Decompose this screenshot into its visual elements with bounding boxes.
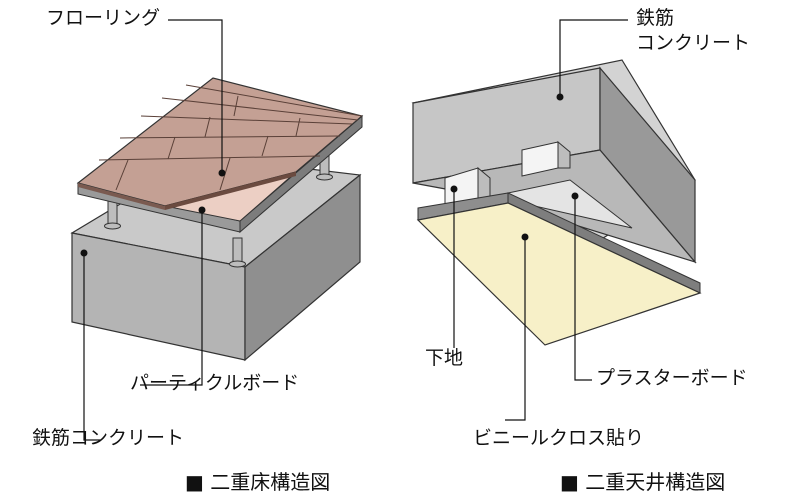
substrate-marker [450, 185, 458, 193]
rc-ceiling-label-line2: コンクリート [636, 32, 751, 54]
support-legs [104, 154, 333, 268]
right-leaders [453, 19, 628, 421]
rc-ceiling-marker [556, 93, 564, 101]
flooring-label: フローリング [46, 7, 161, 29]
particle-board-marker [198, 206, 206, 214]
substrate-label: 下地 [425, 347, 464, 369]
vinyl-cloth-ceiling [416, 202, 702, 346]
plasterboard-marker [571, 192, 579, 200]
vinyl-cloth-label: ビニールクロス貼り [473, 427, 645, 449]
left-leaders [83, 19, 223, 441]
rc-ceiling-label-line1: 鉄筋 [636, 7, 675, 29]
rc-marker [80, 249, 88, 257]
flooring-cut-edge [165, 172, 296, 210]
vinyl-cloth-marker [521, 233, 529, 241]
flooring-marker [218, 169, 226, 177]
rc-label: 鉄筋コンクリート [32, 427, 185, 449]
flooring-edge [78, 183, 165, 210]
double-floor-caption: ■ 二重床構造図 [185, 470, 331, 494]
particle-board-label: パーティクルボード [130, 372, 300, 394]
substrate-joists [444, 140, 571, 211]
flooring-planks [98, 84, 363, 207]
double-ceiling-illustration [411, 19, 702, 421]
double-ceiling-caption: ■ 二重天井構造図 [560, 470, 726, 494]
double-floor-illustration [70, 19, 364, 441]
concrete-slab-side [244, 173, 361, 362]
plasterboard-label: プラスターボード [596, 367, 748, 389]
